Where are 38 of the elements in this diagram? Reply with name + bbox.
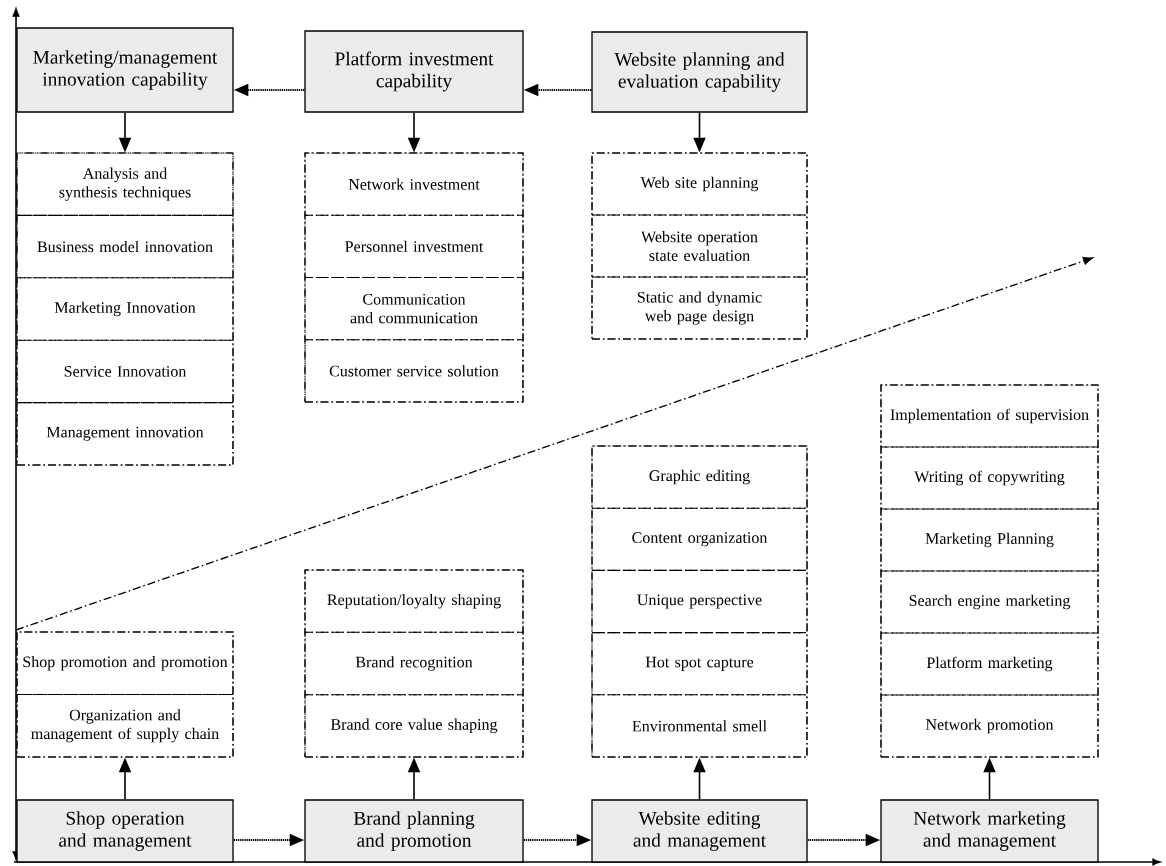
list-item: Network promotion	[880, 694, 1099, 758]
list-item: Static and dynamic web page design	[591, 276, 808, 340]
capability-box: Brand planning and promotion	[304, 799, 524, 863]
list-item: Platform marketing	[880, 632, 1099, 696]
list-item: Unique perspective	[591, 569, 808, 634]
list-item: Graphic editing	[591, 445, 808, 509]
list-item: Reputation/loyalty shaping	[304, 569, 524, 633]
list-item: Implementation of supervision	[880, 384, 1099, 448]
list-item: Content organization	[591, 507, 808, 571]
list-item: Network investment	[304, 152, 524, 216]
capability-box: Website planning and evaluation capability	[591, 31, 808, 113]
list-item: Marketing Innovation	[16, 277, 234, 341]
list-item: Brand recognition	[304, 631, 524, 696]
list-item: Hot spot capture	[591, 632, 808, 696]
group-box	[16, 631, 234, 758]
capability-box: Network marketing and management	[880, 799, 1099, 863]
list-item: Business model innovation	[16, 214, 234, 279]
list-item: Search engine marketing	[880, 570, 1099, 634]
group-box	[16, 152, 234, 466]
list-item: Customer service solution	[304, 339, 524, 403]
list-item: Personnel investment	[304, 214, 524, 279]
group-box	[591, 152, 808, 340]
list-item: Marketing Planning	[880, 508, 1099, 572]
capability-box: Marketing/management innovation capability	[16, 27, 234, 113]
list-item: Brand core value shaping	[304, 694, 524, 758]
capability-box: Platform investment capability	[304, 30, 524, 113]
list-item: Analysis and synthesis techniques	[16, 152, 234, 216]
list-item: Service Innovation	[16, 339, 234, 404]
list-item: Communication and communication	[304, 276, 524, 341]
list-item: Environmental smell	[591, 694, 808, 758]
capability-box: Website editing and management	[591, 799, 808, 863]
list-item: Organization and management of supply chain	[16, 693, 234, 758]
list-item: Shop promotion and promotion	[16, 631, 234, 696]
capability-box: Shop operation and management	[16, 799, 234, 863]
list-item: Website operation state evaluation	[591, 214, 808, 278]
list-item: Writing of copywriting	[880, 446, 1099, 510]
list-item: Management innovation	[16, 402, 234, 466]
list-item: Web site planning	[591, 152, 808, 216]
